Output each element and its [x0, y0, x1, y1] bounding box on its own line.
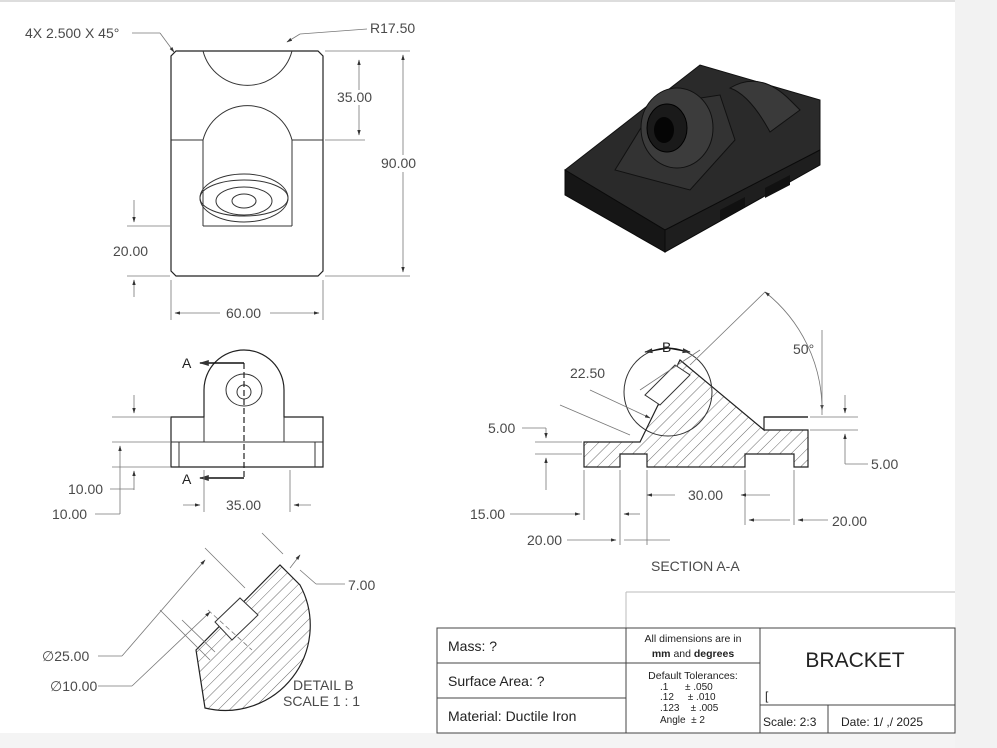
scale-field: Scale: 2:3 — [763, 715, 817, 729]
dim-15: 15.00 — [470, 506, 505, 522]
section-title: SECTION A-A — [651, 558, 740, 574]
tolerance-3: .123 ± .005 — [660, 703, 719, 714]
right-margin — [955, 0, 997, 748]
section-view: B 50° 22.50 5.00 5.00 15.00 20.00 — [470, 291, 898, 574]
detail-view: 7.00 ∅25.00 ∅10.00 DETAIL B SCALE 1 : 1 — [42, 532, 375, 712]
dim-10-a: 10.00 — [68, 481, 103, 497]
dim-20-top: 20.00 — [113, 243, 148, 259]
tolerance-1: .1 ± .050 — [660, 682, 713, 693]
tolerance-title: Default Tolerances: — [648, 670, 738, 682]
units-note: All dimensions are in — [645, 633, 742, 645]
dim-30: 30.00 — [688, 487, 723, 503]
units-value: mm and degrees — [652, 648, 734, 660]
dim-10-b: 10.00 — [52, 506, 87, 522]
dim-20-left: 20.00 — [527, 532, 562, 548]
top-view: 4X 2.500 X 45° R17.50 35.00 90.00 20.00 … — [25, 20, 416, 321]
section-letter-top: A — [182, 355, 192, 371]
dim-5-right: 5.00 — [871, 456, 898, 472]
date-field: Date: 1/ ,/ 2025 — [841, 715, 923, 729]
front-view: A A 10.00 10.00 35.00 — [52, 349, 324, 522]
tolerance-angle: Angle ± 2 — [660, 715, 705, 726]
svg-text:[: [ — [765, 689, 769, 703]
material-field: Material: Ductile Iron — [448, 708, 576, 724]
dim-90: 90.00 — [381, 155, 416, 171]
dia-25: ∅25.00 — [42, 648, 89, 664]
dia-10: ∅10.00 — [50, 678, 97, 694]
tolerance-2: .12 ± .010 — [660, 692, 716, 703]
detail-title: DETAIL B — [293, 677, 354, 693]
dim-20-right: 20.00 — [832, 513, 867, 529]
dim-22-5: 22.50 — [570, 365, 605, 381]
dim-35-top: 35.00 — [337, 89, 372, 105]
angle-dim: 50° — [793, 341, 814, 357]
dim-5-left: 5.00 — [488, 420, 515, 436]
chamfer-note: 4X 2.500 X 45° — [25, 25, 119, 41]
mass-field: Mass: ? — [448, 638, 497, 654]
dim-60: 60.00 — [226, 305, 261, 321]
surface-area-field: Surface Area: ? — [448, 673, 545, 689]
part-name: BRACKET — [805, 649, 904, 672]
radius-dim: R17.50 — [370, 20, 415, 36]
isometric-view — [564, 64, 821, 253]
detail-letter: B — [662, 339, 671, 355]
title-block: Mass: ? Surface Area: ? Material: Ductil… — [436, 591, 956, 734]
dim-35-front: 35.00 — [226, 497, 261, 513]
detail-scale: SCALE 1 : 1 — [283, 693, 360, 709]
dim-7: 7.00 — [348, 577, 375, 593]
section-letter-bottom: A — [182, 471, 192, 487]
